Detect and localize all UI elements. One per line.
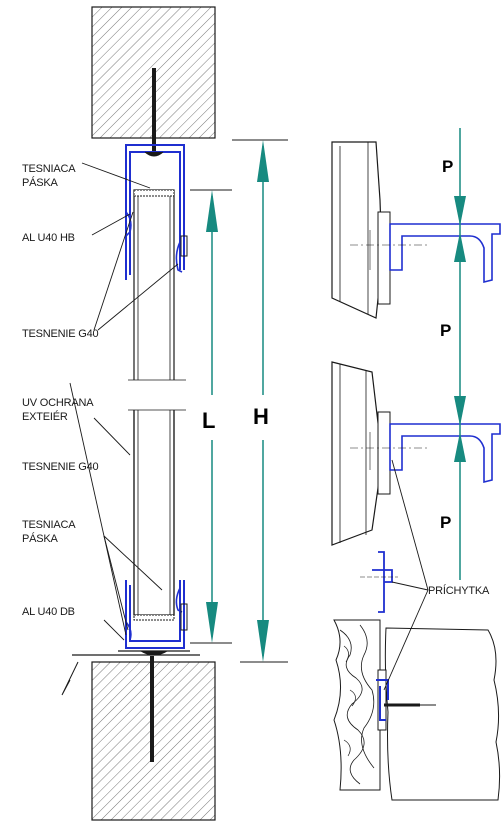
- label-tesniaca-paska-bottom-2: PÁSKA: [22, 532, 59, 545]
- masonry-wall-plan: [333, 619, 501, 801]
- label-prichytka: PRÍCHYTKA: [428, 584, 490, 597]
- clip-standalone: [360, 551, 398, 613]
- dimension-L-label: L: [202, 408, 215, 433]
- vertical-section: [61, 6, 216, 821]
- label-tesniaca-paska-top-1: TESNIACA: [22, 163, 76, 175]
- p-label-top: P: [442, 157, 453, 176]
- leader-lines: [69, 162, 179, 641]
- label-uv-ochrana-2: EXTEIÉR: [22, 410, 68, 423]
- p-label-bottom: P: [440, 513, 451, 532]
- label-tesniaca-paska-top-2: PÁSKA: [22, 176, 59, 189]
- dimension-lines: L H: [190, 139, 288, 663]
- label-al-u40-db: AL U40 DB: [22, 606, 75, 618]
- prichytka-leaders: [383, 459, 429, 691]
- p-label-middle: P: [440, 321, 451, 340]
- label-uv-ochrana-1: UV OCHRANA: [22, 397, 94, 409]
- label-tesniaca-paska-bottom-1: TESNIACA: [22, 519, 76, 531]
- plan-detail-top: [331, 141, 501, 319]
- dimension-H-label: H: [253, 404, 269, 429]
- plan-detail-middle: [331, 361, 501, 546]
- labels-left: TESNIACA PÁSKA AL U40 HB TESNENIE G40 UV…: [22, 163, 99, 618]
- label-al-u40-hb: AL U40 HB: [22, 232, 75, 244]
- label-tesnenie-g40-top: TESNENIE G40: [22, 328, 99, 340]
- label-tesnenie-g40-bottom: TESNENIE G40: [22, 461, 99, 473]
- p-dimension: P P P: [440, 128, 466, 580]
